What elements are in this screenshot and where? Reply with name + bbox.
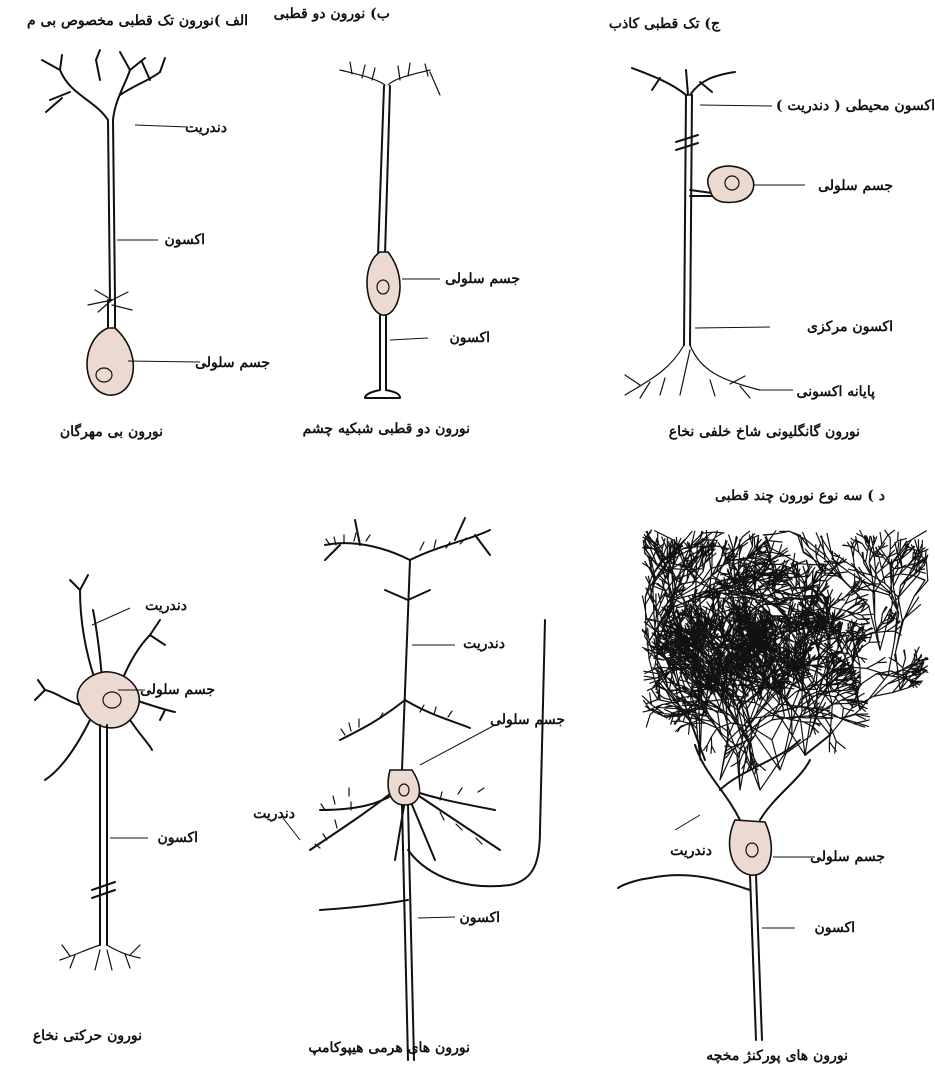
panel-a-dendrite-label: دندریت (185, 120, 227, 136)
panel-b-title: ب) نورون دو قطبی (274, 6, 390, 22)
panel-c-title: ج) تک قطبی کاذب (609, 16, 721, 32)
panel-a-axon-label: اکسون (164, 232, 205, 248)
pyramidal-dendrite-left-label: دندریت (253, 806, 295, 822)
panel-c-terminal-label: پایانه اکسونی (797, 384, 876, 400)
panel-c-soma-label: جسم سلولی (818, 178, 893, 194)
panel-a-title: الف )نورون تک قطبی مخصوص بی م (27, 13, 248, 29)
panel-d-title: د ) سه نوع نورون چند قطبی (715, 488, 885, 504)
panel-b-caption: نورون دو قطبی شبکیه چشم (303, 421, 470, 437)
motor-dendrite-label: دندریت (145, 598, 187, 614)
purkinje-axon-label: اکسون (814, 920, 855, 936)
pyramidal-dendrite-label: دندریت (463, 636, 505, 652)
bipolar-retina-neuron (340, 62, 440, 398)
panel-c-central-label: اکسون مرکزی (807, 319, 893, 335)
motor-axon-label: اکسون (157, 830, 198, 846)
panel-c-peripheral-label: اکسون محیطی ( دندریت ) (776, 98, 935, 114)
purkinje-caption: نورون های پورکنژ مخچه (706, 1048, 848, 1064)
motor-spinal-neuron (35, 575, 175, 970)
pyramidal-axon-label: اکسون (459, 910, 500, 926)
pyramidal-hippocampal-neuron (283, 518, 545, 1060)
panel-b-soma-label: جسم سلولی (445, 271, 520, 287)
purkinje-cerebellum-neuron (618, 530, 928, 1040)
motor-soma-label: جسم سلولی (140, 682, 215, 698)
purkinje-dendrite-label: دندریت (670, 843, 712, 859)
motor-caption: نورون حرکتی نخاع (33, 1028, 142, 1044)
panel-a-caption: نورون بی مهرگان (60, 423, 163, 440)
purkinje-soma-label: جسم سلولی (810, 849, 885, 865)
unipolar-invertebrate-neuron (42, 50, 200, 395)
pyramidal-caption: نورون های هرمی هیپوکامپ (308, 1040, 470, 1056)
pyramidal-soma-label: جسم سلولی (490, 712, 565, 728)
pseudounipolar-ganglion-neuron (625, 68, 805, 398)
panel-b-axon-label: اکسون (449, 330, 490, 346)
panel-a-soma-label: جسم سلولی (195, 355, 270, 371)
panel-c-caption: نورون گانگلیونی شاخ خلفی نخاع (669, 423, 860, 440)
